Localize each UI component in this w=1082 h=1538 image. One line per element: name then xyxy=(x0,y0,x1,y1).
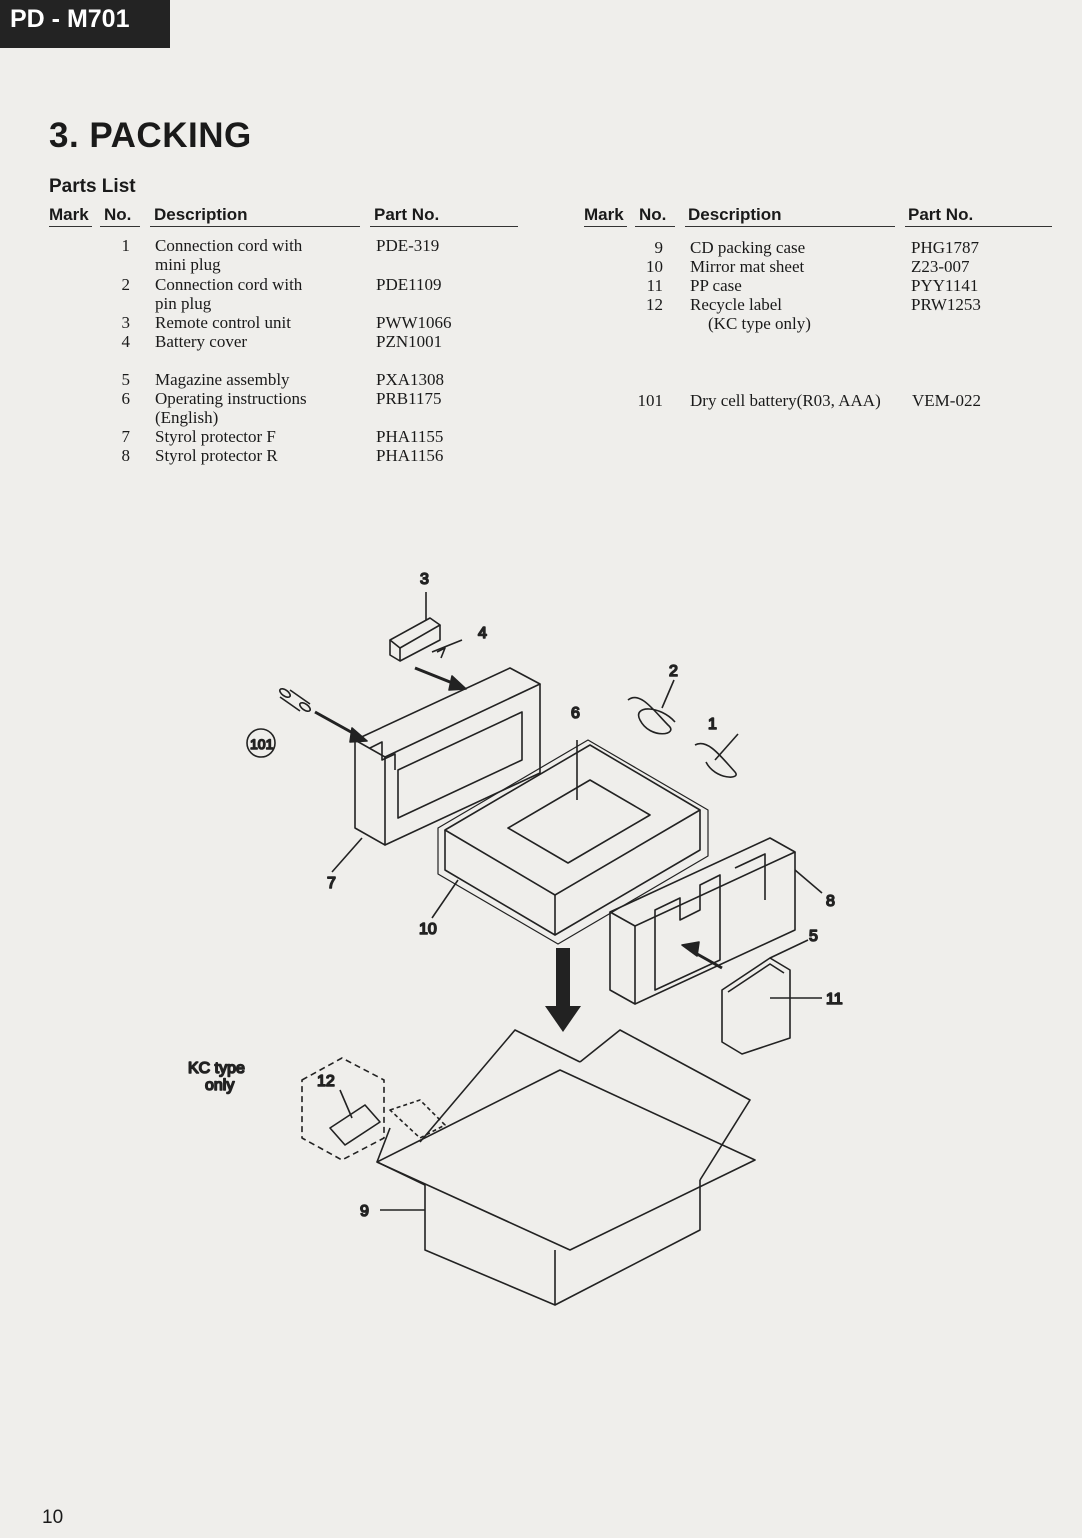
callout-number: 1 xyxy=(708,716,717,733)
row-part-no: PRW1253 xyxy=(911,295,981,314)
arrow-icon xyxy=(414,666,467,691)
styrol-protector-r-drawing xyxy=(609,837,823,1005)
row-description: mini plug xyxy=(155,255,221,274)
header-underline xyxy=(370,226,518,227)
row-description: Magazine assembly xyxy=(155,370,290,389)
section-title: 3. PACKING xyxy=(49,116,252,155)
col-header-part-no: Part No. xyxy=(908,205,974,224)
row-part-no: VEM-022 xyxy=(912,391,981,410)
row-description: Styrol protector F xyxy=(155,427,276,446)
callout-number: 10 xyxy=(419,921,437,938)
callout-number: 9 xyxy=(360,1203,369,1220)
styrol-protector-f-drawing xyxy=(354,667,541,846)
leader-line xyxy=(431,639,463,653)
header-underline xyxy=(150,226,360,227)
row-description: (KC type only) xyxy=(708,314,811,333)
row-description: Recycle label xyxy=(690,295,783,314)
leader-line xyxy=(431,879,459,919)
row-part-no: PHG1787 xyxy=(911,238,980,257)
row-description: Battery cover xyxy=(155,332,248,351)
row-description: Dry cell battery(R03, AAA) xyxy=(690,391,881,410)
row-description: Mirror mat sheet xyxy=(690,257,805,276)
callout-circle xyxy=(246,728,276,758)
pp-case-drawing xyxy=(721,939,822,1055)
col-header-description: Description xyxy=(154,205,248,224)
row-part-no: PRB1175 xyxy=(376,389,442,408)
row-no: 6 xyxy=(121,389,131,408)
row-part-no: PWW1066 xyxy=(376,313,452,332)
callout-number: 2 xyxy=(669,663,678,680)
packing-diagram: 1 2 3 4 5 6 7 8 9 10 11 12 101 KC type o… xyxy=(187,570,844,1306)
row-description: Operating instructions xyxy=(155,389,307,408)
remote-control-drawing xyxy=(389,592,441,662)
col-header-description: Description xyxy=(688,205,782,224)
row-no: 7 xyxy=(121,427,131,446)
header-underline xyxy=(49,226,92,227)
col-header-no: No. xyxy=(639,205,667,224)
row-description: pin plug xyxy=(155,294,212,313)
row-description: CD packing case xyxy=(690,238,806,257)
row-part-no: PDE1109 xyxy=(376,275,442,294)
row-no: 4 xyxy=(121,332,131,351)
row-no: 5 xyxy=(121,370,131,389)
row-no: 8 xyxy=(121,446,131,465)
kc-note-line1: KC type xyxy=(188,1060,245,1077)
row-no: 3 xyxy=(121,313,131,332)
cord-drawing xyxy=(627,679,739,778)
col-header-part-no: Part No. xyxy=(374,205,440,224)
row-description: Connection cord with xyxy=(155,236,303,255)
arrow-down-icon xyxy=(545,948,581,1032)
page-number: 10 xyxy=(42,1507,64,1528)
header-underline xyxy=(635,226,675,227)
callout-number: 4 xyxy=(478,625,487,642)
row-part-no: PHA1156 xyxy=(376,446,444,465)
callout-number: 6 xyxy=(571,705,580,722)
leader-line xyxy=(331,837,363,873)
header-underline xyxy=(905,226,1052,227)
col-header-mark: Mark xyxy=(584,205,624,224)
row-no: 2 xyxy=(121,275,131,294)
row-part-no: PYY1141 xyxy=(911,276,979,295)
row-description: Styrol protector R xyxy=(155,446,278,465)
callout-number: 3 xyxy=(420,571,429,588)
recycle-label-drawing xyxy=(301,1057,385,1161)
header-underline xyxy=(584,226,627,227)
row-no: 12 xyxy=(646,295,663,314)
arrow-icon xyxy=(681,941,723,970)
callout-number: 8 xyxy=(826,893,835,910)
callout-number: 7 xyxy=(327,875,336,892)
row-description: PP case xyxy=(690,276,742,295)
magazine-unit-drawing xyxy=(437,739,709,945)
parts-list-heading: Parts List xyxy=(49,176,136,197)
row-no: 101 xyxy=(637,391,664,410)
callout-number: 12 xyxy=(317,1073,335,1090)
col-header-mark: Mark xyxy=(49,205,89,224)
row-no: 9 xyxy=(654,238,664,257)
header-underline xyxy=(100,226,140,227)
packing-case-drawing xyxy=(376,1029,756,1306)
header-underline xyxy=(685,226,895,227)
row-part-no: PHA1155 xyxy=(376,427,444,446)
callout-number: 11 xyxy=(826,991,843,1008)
row-no: 10 xyxy=(646,257,663,276)
row-description: Remote control unit xyxy=(155,313,291,332)
row-no: 1 xyxy=(121,236,131,255)
row-part-no: Z23-007 xyxy=(911,257,970,276)
row-part-no: PXA1308 xyxy=(376,370,445,389)
callout-number: 5 xyxy=(809,928,818,945)
battery-drawing xyxy=(278,687,312,713)
battery-cover-drawing xyxy=(436,647,446,659)
row-part-no: PZN1001 xyxy=(376,332,443,351)
model-tab: PD - M701 xyxy=(0,0,170,48)
col-header-no: No. xyxy=(104,205,132,224)
row-description: Connection cord with xyxy=(155,275,303,294)
row-part-no: PDE-319 xyxy=(376,236,440,255)
arrow-icon xyxy=(314,710,368,743)
row-no: 11 xyxy=(646,276,663,295)
callout-number: 101 xyxy=(250,736,274,752)
row-description: (English) xyxy=(155,408,219,427)
kc-note-line2: only xyxy=(205,1077,234,1094)
